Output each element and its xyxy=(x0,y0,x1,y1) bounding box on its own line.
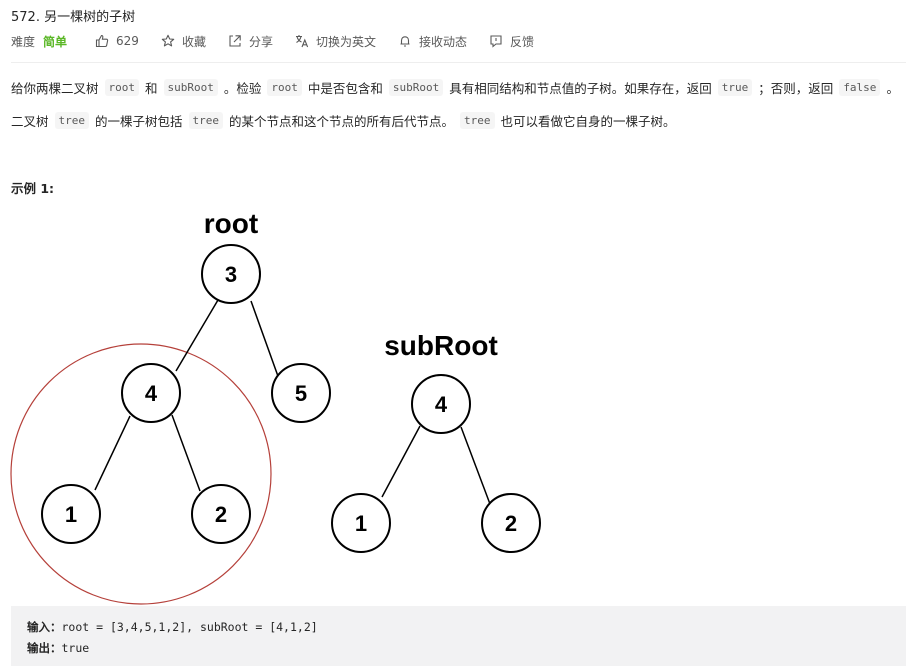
root-tree-node: 4 xyxy=(121,363,181,423)
feedback-label: 反馈 xyxy=(510,34,535,49)
follow-updates-label: 接收动态 xyxy=(418,34,467,49)
subroot-tree-node: 2 xyxy=(481,493,541,553)
inline-code: subRoot xyxy=(388,79,444,96)
edge xyxy=(250,300,280,380)
subroot-tree-node: 1 xyxy=(331,493,391,553)
inline-code: root xyxy=(267,79,302,96)
output-value: true xyxy=(61,641,90,655)
node-value: 4 xyxy=(435,392,448,417)
follow-updates-button[interactable]: 接收动态 xyxy=(398,33,467,50)
root-tree-node: 5 xyxy=(271,363,331,423)
root-edges xyxy=(94,299,280,492)
root-label: root xyxy=(204,208,258,239)
inline-code: tree xyxy=(460,112,495,129)
subroot-edges xyxy=(381,425,491,505)
tree-diagram: root subRoot 3 4 5 1 2 xyxy=(10,208,541,605)
text: 二叉树 xyxy=(11,114,49,129)
switch-language-label: 切换为英文 xyxy=(315,34,376,49)
inline-code: tree xyxy=(54,112,90,129)
text: 的某个节点和这个节点的所有后代节点。 xyxy=(229,114,455,129)
inline-code: false xyxy=(839,79,881,96)
text: 的一棵子树包括 xyxy=(95,114,183,129)
node-value: 2 xyxy=(215,502,227,527)
inline-code: tree xyxy=(188,112,224,129)
text: 中是否包含和 xyxy=(307,81,383,96)
input-value: root = [3,4,5,1,2], subRoot = [4,1,2] xyxy=(61,620,318,634)
inline-code: true xyxy=(717,79,753,96)
input-label: 输入： xyxy=(27,620,62,634)
text: 给你两棵二叉树 xyxy=(11,81,99,96)
switch-language-button[interactable]: 切换为英文 xyxy=(295,33,376,50)
description-paragraph-1: 给你两棵二叉树 root 和 subRoot 。检验 root 中是否包含和 s… xyxy=(11,78,899,97)
node-value: 3 xyxy=(225,262,237,287)
inline-code: subRoot xyxy=(163,79,218,96)
star-icon xyxy=(161,34,175,47)
problem-meta-bar: 难度 简单 629 收藏 分享 切换为英文 接收动态 反馈 xyxy=(11,32,556,50)
thumbs-up-icon xyxy=(95,34,109,48)
example-input-row: 输入：root = [3,4,5,1,2], subRoot = [4,1,2] xyxy=(27,619,318,635)
node-value: 5 xyxy=(295,381,307,406)
node-value: 1 xyxy=(65,502,77,527)
root-tree-node: 3 xyxy=(201,244,261,304)
difficulty-badge: 简单 xyxy=(43,34,68,49)
feedback-button[interactable]: 反馈 xyxy=(489,33,534,50)
text: 和 xyxy=(145,81,158,96)
share-label: 分享 xyxy=(248,34,273,49)
edge xyxy=(171,414,201,492)
example-title: 示例 1: xyxy=(11,181,55,196)
problem-title: 572. 另一棵树的子树 xyxy=(11,10,136,25)
header-divider xyxy=(11,62,906,63)
text: 也可以看做它自身的一棵子树。 xyxy=(500,114,676,129)
node-value: 4 xyxy=(145,381,158,406)
subroot-tree-node: 4 xyxy=(411,374,471,434)
edge xyxy=(175,299,219,372)
example-output-row: 输出：true xyxy=(27,640,89,656)
favorite-button[interactable]: 收藏 xyxy=(161,33,206,50)
root-tree-node: 2 xyxy=(191,484,251,544)
subtree-highlight-circle xyxy=(10,343,272,605)
share-icon xyxy=(229,35,241,47)
inline-code: root xyxy=(104,79,140,96)
text: 。 xyxy=(886,81,899,96)
example-io-block: 输入：root = [3,4,5,1,2], subRoot = [4,1,2]… xyxy=(11,606,906,666)
like-button[interactable]: 629 xyxy=(95,34,139,48)
edge xyxy=(94,415,131,491)
like-count: 629 xyxy=(116,34,139,48)
root-tree-node: 1 xyxy=(41,484,101,544)
subroot-label: subRoot xyxy=(384,330,498,361)
node-value: 1 xyxy=(355,511,367,536)
description-paragraph-2: 二叉树 tree 的一棵子树包括 tree 的某个节点和这个节点的所有后代节点。… xyxy=(11,111,676,130)
node-value: 2 xyxy=(505,511,517,536)
edge xyxy=(381,425,421,498)
text: ；否则，返回 xyxy=(758,81,834,96)
favorite-label: 收藏 xyxy=(181,34,206,49)
translate-icon xyxy=(295,35,309,48)
difficulty-label: 难度 xyxy=(11,34,36,49)
output-label: 输出： xyxy=(27,641,62,655)
text: 具有相同结构和节点值的子树。如果存在，返回 xyxy=(449,81,712,96)
text: 。检验 xyxy=(223,81,262,96)
edge xyxy=(460,426,491,505)
bell-icon xyxy=(400,36,410,47)
share-button[interactable]: 分享 xyxy=(228,33,273,50)
feedback-icon xyxy=(490,35,502,48)
